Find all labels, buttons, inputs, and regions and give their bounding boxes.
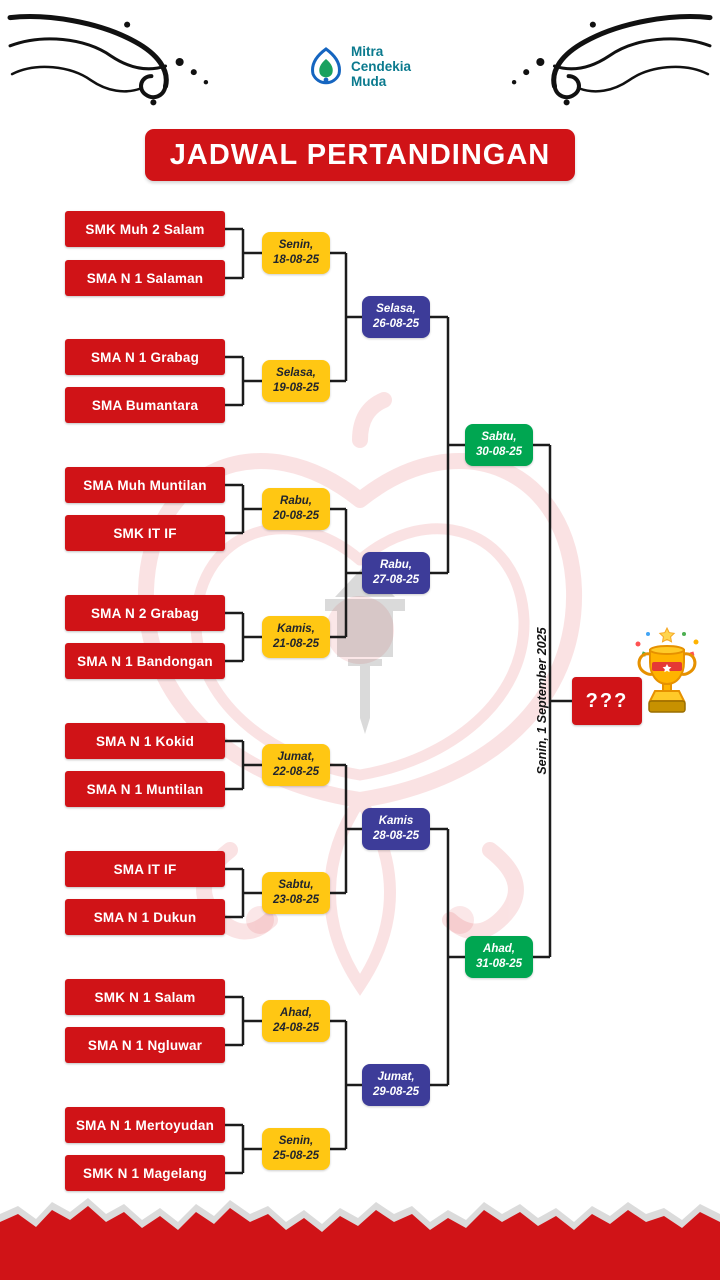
page-title: JADWAL PERTANDINGAN	[145, 129, 575, 181]
logo-line: Muda	[350, 74, 387, 90]
team-box: SMK IT IF	[65, 515, 225, 551]
match-date: 20-08-25	[272, 510, 320, 522]
match-date-badge: Jumat, 22-08-25	[262, 744, 330, 786]
team-box: SMA N 1 Salaman	[65, 260, 225, 296]
match-date: 18-08-25	[272, 254, 320, 266]
match-date: 22-08-25	[272, 766, 320, 778]
match-date-badge: Rabu, 20-08-25	[262, 488, 330, 530]
team-box: SMA N 1 Mertoyudan	[65, 1107, 225, 1143]
match-day: Jumat,	[377, 1071, 415, 1084]
calligraphy-flourish-icon	[511, 14, 713, 106]
match-date: 27-08-25	[372, 574, 420, 586]
logo-text: Mitra Cendekia Muda	[351, 44, 411, 89]
match-day: Kamis	[378, 815, 414, 828]
match-date-badge: Ahad, 31-08-25	[465, 936, 533, 978]
logo-line: Mitra	[350, 44, 384, 59]
team-box: SMA N 1 Dukun	[65, 899, 225, 935]
team-box: SMK N 1 Salam	[65, 979, 225, 1015]
team-box: SMA IT IF	[65, 851, 225, 887]
calligraphy-flourish-icon	[7, 14, 209, 106]
match-date-badge: Ahad, 24-08-25	[262, 1000, 330, 1042]
trophy-icon	[635, 626, 699, 713]
match-day: Jumat,	[277, 751, 315, 764]
match-date-badge: Kamis, 21-08-25	[262, 616, 330, 658]
match-day: Rabu,	[280, 495, 312, 508]
team-box: SMA Muh Muntilan	[65, 467, 225, 503]
match-date: 31-08-25	[475, 958, 523, 970]
match-date-badge: Sabtu, 30-08-25	[465, 424, 533, 466]
match-day: Senin,	[278, 239, 314, 252]
match-date: 25-08-25	[272, 1150, 320, 1162]
champion-box: ???	[572, 677, 642, 725]
match-day: Selasa,	[376, 303, 416, 316]
team-box: SMA N 1 Grabag	[65, 339, 225, 375]
match-day: Senin,	[278, 1135, 314, 1148]
team-box: SMA N 2 Grabag	[65, 595, 225, 631]
final-date-label: Senin, 1 September 2025	[535, 627, 549, 775]
logo: Mitra Cendekia Muda	[0, 44, 720, 89]
match-date-badge: Rabu, 27-08-25	[362, 552, 430, 594]
match-date-badge: Selasa, 19-08-25	[262, 360, 330, 402]
match-date: 29-08-25	[372, 1086, 420, 1098]
match-date: 21-08-25	[272, 638, 320, 650]
logo-line: Cendekia	[350, 59, 412, 75]
match-day: Ahad,	[280, 1007, 312, 1020]
logo-mark-icon	[311, 46, 341, 84]
match-day: Ahad,	[483, 943, 515, 956]
team-box: SMA N 1 Ngluwar	[65, 1027, 225, 1063]
match-date: 19-08-25	[272, 382, 320, 394]
team-box: SMK N 1 Magelang	[65, 1155, 225, 1191]
match-date: 28-08-25	[372, 830, 420, 842]
team-box: SMA N 1 Muntilan	[65, 771, 225, 807]
match-date: 24-08-25	[272, 1022, 320, 1034]
match-day: Selasa,	[276, 367, 316, 380]
match-day: Rabu,	[380, 559, 412, 572]
match-date-badge: Senin, 25-08-25	[262, 1128, 330, 1170]
team-box: SMA N 1 Kokid	[65, 723, 225, 759]
match-date-badge: Sabtu, 23-08-25	[262, 872, 330, 914]
match-date: 30-08-25	[475, 446, 523, 458]
match-date-badge: Kamis 28-08-25	[362, 808, 430, 850]
match-date-badge: Selasa, 26-08-25	[362, 296, 430, 338]
team-box: SMK Muh 2 Salam	[65, 211, 225, 247]
match-day: Sabtu,	[278, 879, 314, 892]
match-day: Kamis,	[277, 623, 315, 636]
match-day: Sabtu,	[481, 431, 517, 444]
team-box: SMA N 1 Bandongan	[65, 643, 225, 679]
match-date: 23-08-25	[272, 894, 320, 906]
torn-paper-edge	[0, 1198, 720, 1280]
match-date: 26-08-25	[372, 318, 420, 330]
match-date-badge: Senin, 18-08-25	[262, 232, 330, 274]
match-date-badge: Jumat, 29-08-25	[362, 1064, 430, 1106]
team-box: SMA Bumantara	[65, 387, 225, 423]
